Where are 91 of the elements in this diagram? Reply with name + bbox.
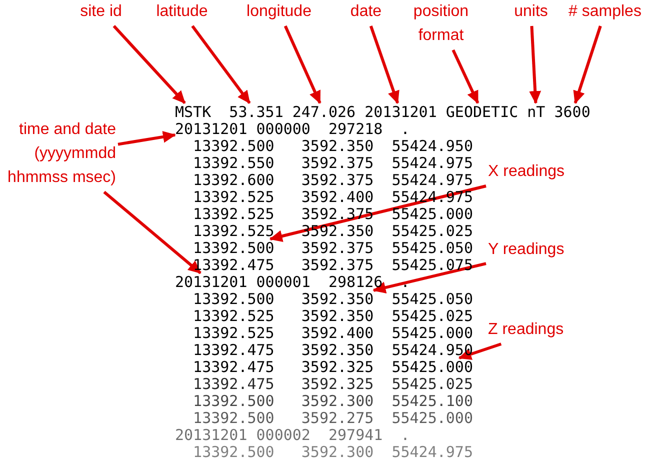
arrow: [369, 26, 400, 104]
data-value: 3592.375: [301, 171, 374, 189]
data-value: 55425.025: [392, 307, 473, 325]
annotation-label: Y readings: [488, 238, 598, 262]
data-value: 3592.375: [301, 154, 374, 172]
annotation-label: site id: [66, 0, 136, 24]
data-value: 13392.475: [193, 375, 274, 393]
data-value: 000002: [256, 426, 310, 444]
data-value: 13392.500: [193, 239, 274, 257]
data-value: 55425.000: [392, 324, 473, 342]
arrow: [372, 262, 486, 294]
data-value: 297941: [328, 426, 383, 444]
data-value: 000001: [256, 273, 310, 291]
data-value: 55424.950: [392, 137, 473, 155]
data-value: 55425.025: [392, 222, 473, 240]
arrow: [452, 49, 480, 104]
data-value: 3592.350: [301, 341, 374, 359]
data-value: MSTK: [175, 103, 212, 121]
data-value: 55425.000: [392, 358, 473, 376]
data-value: 13392.500: [193, 392, 274, 410]
annotation-label: X readings: [488, 160, 598, 184]
data-value: 13392.475: [193, 341, 274, 359]
data-value: 000000: [256, 120, 310, 138]
annotation-label: latitude: [142, 0, 222, 24]
data-value: 55425.050: [392, 239, 473, 257]
data-value: 3592.325: [301, 375, 374, 393]
data-value: 3592.350: [301, 222, 374, 240]
data-value: 55425.000: [392, 205, 473, 223]
data-value: 20131201: [175, 426, 248, 444]
arrow: [103, 190, 202, 274]
data-value: 55425.050: [392, 290, 473, 308]
annotation-label: position format: [401, 0, 481, 48]
annotation-label: date: [341, 0, 391, 24]
arrow: [118, 130, 176, 146]
data-value: 13392.525: [193, 222, 274, 240]
data-value: 297218: [328, 120, 383, 138]
data-value: 55425.100: [392, 392, 473, 410]
data-value: .: [400, 426, 410, 444]
data-value: 3592.375: [301, 239, 374, 257]
data-value: 13392.525: [193, 307, 274, 325]
data-value: 3592.400: [301, 324, 374, 342]
data-value: 3592.325: [301, 358, 374, 376]
annotation-label: units: [501, 0, 561, 24]
data-value: 247.026: [292, 103, 356, 121]
data-value: 3592.400: [301, 188, 374, 206]
data-value: 13392.500: [193, 290, 274, 308]
data-value: .: [400, 273, 410, 291]
annotation-label: longitude: [234, 0, 324, 24]
arrow: [191, 25, 251, 104]
data-value: 55425.025: [392, 375, 473, 393]
data-value: 13392.525: [193, 324, 274, 342]
data-value: GEODETIC: [446, 103, 518, 121]
data-value: 55425.000: [392, 409, 473, 427]
data-value: 13392.500: [193, 409, 274, 427]
data-value: 13392.475: [193, 358, 274, 376]
data-value: 20131201: [175, 273, 248, 291]
data-value: 3600: [554, 103, 590, 121]
data-value: 3592.375: [301, 205, 374, 223]
data-value: 298126: [328, 273, 383, 291]
data-value: 13392.525: [193, 188, 274, 206]
data-value: 13392.500: [193, 137, 274, 155]
data-value: 55424.975: [392, 443, 473, 461]
data-value: 3592.300: [301, 392, 374, 410]
arrow: [284, 25, 322, 104]
data-value: 55424.975: [392, 154, 473, 172]
arrow: [529, 26, 542, 104]
data-value: 3592.350: [301, 137, 374, 155]
data-value: 3592.300: [301, 443, 374, 461]
data-value: 55425.075: [392, 256, 473, 274]
arrow: [112, 24, 186, 104]
annotation-label: # samples: [562, 0, 648, 24]
data-value: 20131201: [364, 103, 437, 121]
data-value: 13392.550: [193, 154, 274, 172]
annotation-label: Z readings: [488, 318, 598, 342]
arrow: [458, 342, 502, 360]
data-value: 13392.600: [193, 171, 274, 189]
data-value: 53.351: [229, 103, 284, 121]
data-value: 13392.525: [193, 205, 274, 223]
data-value: nT: [527, 103, 546, 121]
arrow: [269, 184, 486, 242]
annotation-label: time and date (yyyymmdd hhmmss msec): [2, 118, 116, 190]
data-value: 13392.500: [193, 443, 274, 461]
data-value: 3592.350: [301, 290, 374, 308]
data-value: 55424.975: [392, 171, 473, 189]
data-value: 3592.275: [301, 409, 374, 427]
data-value: .: [400, 120, 410, 138]
data-value: 20131201: [175, 120, 248, 138]
data-value: 55424.950: [392, 341, 473, 359]
arrow: [573, 26, 602, 104]
data-value: 3592.350: [301, 307, 374, 325]
data-value: 3592.375: [301, 256, 374, 274]
